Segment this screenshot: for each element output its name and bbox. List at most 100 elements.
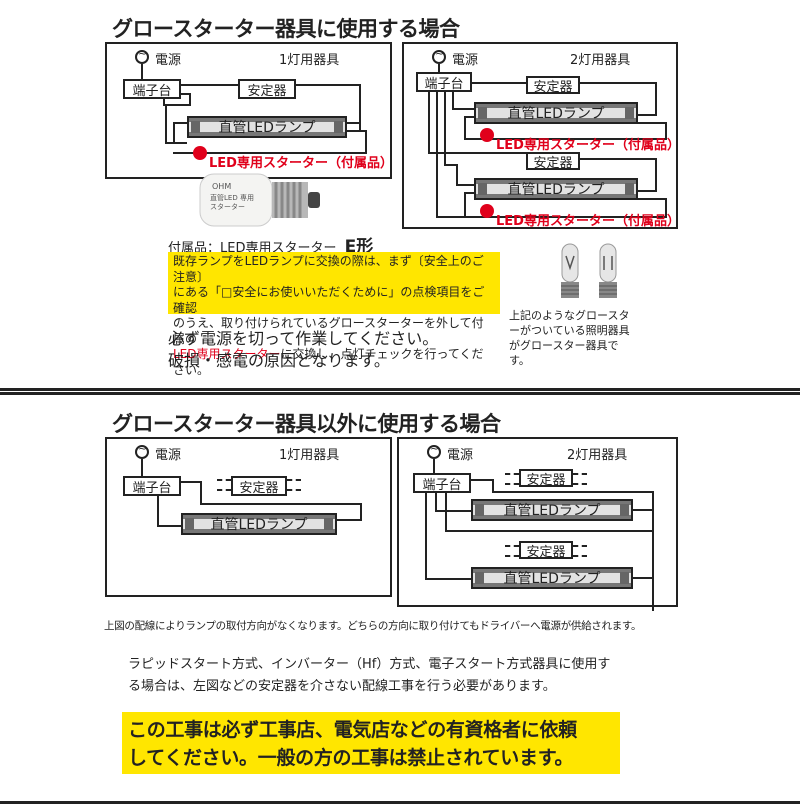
led-tube-lamp: 直管LEDランプ: [471, 499, 633, 521]
bottom-one-lamp-panel: 電源 1灯用器具 端子台 安定器 直管LEDランプ: [105, 437, 392, 597]
wire: [163, 98, 165, 106]
fixture-title: 2灯用器具: [570, 53, 631, 68]
fixture-title: 2灯用器具: [567, 448, 628, 463]
wire: [573, 555, 587, 559]
wire: [217, 489, 231, 493]
power-label: 電源: [452, 53, 479, 68]
wire: [359, 84, 361, 132]
product-text: 直管LED 専用スターター: [210, 194, 254, 211]
wire: [436, 90, 438, 218]
led-starter-product-image: OHM 直管LED 専用スターター: [196, 170, 328, 230]
wire: [637, 190, 657, 192]
starter-dot: [480, 204, 494, 218]
note-line: 既存ランプをLEDランプに交換の際は、まず〔安全上のご注意〕: [173, 254, 484, 284]
wire: [637, 198, 667, 200]
wire: [665, 198, 667, 216]
wire: [335, 519, 362, 521]
wire: [287, 489, 301, 493]
wire: [287, 479, 301, 483]
wire: [456, 184, 474, 186]
terminal-block: 端子台: [123, 476, 181, 496]
wire: [157, 495, 159, 527]
warning-line: 破損・感電の原因となります。: [168, 351, 390, 370]
alert-line: この工事は必ず工事店、電気店などの有資格者に依頼: [128, 719, 577, 741]
power-icon: [427, 442, 441, 459]
bottom-section-title: グロースターター器具以外に使用する場合: [112, 412, 501, 436]
wire: [435, 492, 437, 512]
wire: [141, 459, 143, 477]
ballast: 安定器: [519, 469, 573, 488]
wire: [445, 530, 654, 532]
wire: [365, 130, 367, 154]
wire: [505, 555, 519, 559]
wire: [452, 108, 474, 110]
wiring-direction-note: 上図の配線によりランプの取付方向がなくなります。どちらの方向に取り付けてもドライ…: [104, 620, 642, 632]
wire: [464, 192, 474, 194]
wire: [173, 122, 175, 142]
wire: [452, 90, 454, 110]
replacement-note: 既存ランプをLEDランプに交換の際は、まず〔安全上のご注意〕 にある「□安全にお…: [168, 252, 500, 377]
wire: [492, 479, 494, 493]
starter-label: LED専用スターター（付属品）: [496, 214, 680, 229]
warning-line: 必ず電源を切って作業してください。: [168, 329, 439, 348]
wire: [165, 104, 167, 144]
wire: [655, 82, 657, 116]
wire: [180, 93, 190, 95]
wire: [165, 142, 187, 144]
wire: [180, 481, 202, 483]
power-label: 電源: [155, 448, 182, 463]
wire: [444, 164, 458, 166]
note-line: LED専用スターターに交換し、点灯チェックを行ってください。: [173, 347, 484, 377]
wire: [632, 509, 654, 511]
wire: [428, 152, 527, 154]
wire: [444, 90, 446, 166]
fixture-title: 1灯用器具: [279, 53, 340, 68]
wire: [505, 473, 519, 477]
wire: [470, 479, 494, 481]
top-section-frame: [0, 0, 800, 391]
ballast: 安定器: [526, 152, 580, 171]
note-line: にある「□安全にお使いいただくために」の点検項目をご確認: [173, 285, 485, 315]
wire: [180, 84, 238, 86]
wire: [445, 492, 447, 532]
starter-dot: [480, 128, 494, 142]
wire: [579, 82, 657, 84]
wire: [464, 116, 474, 118]
wire: [464, 192, 466, 216]
wire: [200, 481, 202, 505]
wire: [573, 473, 587, 477]
ballast: 安定器: [238, 79, 296, 99]
wire: [157, 525, 181, 527]
glow-starter-icon: [561, 243, 617, 298]
wire: [505, 545, 519, 549]
wire: [579, 158, 657, 160]
note-line: のうえ、取り付けられているグロースターターを外して付属の: [173, 316, 484, 346]
wire: [665, 122, 667, 140]
wire: [464, 116, 466, 140]
wire: [655, 158, 657, 192]
wire: [492, 491, 654, 493]
led-tube-lamp: 直管LEDランプ: [474, 102, 638, 124]
terminal-block: 端子台: [123, 79, 181, 99]
wire: [173, 122, 187, 124]
led-tube-lamp: 直管LEDランプ: [474, 178, 638, 200]
power-label: 電源: [155, 53, 182, 68]
top-one-lamp-panel: 電源 1灯用器具 端子台 安定器 直管LEDランプ LED専用スターター（付属品…: [105, 42, 393, 179]
wire: [163, 104, 191, 106]
wire: [652, 491, 654, 611]
led-tube-lamp: 直管LEDランプ: [187, 116, 347, 138]
wire: [464, 138, 667, 140]
led-starter-illustration: [199, 173, 320, 227]
wire: [217, 479, 231, 483]
top-two-lamp-panel: 電源 2灯用器具 端子台 安定器 安定器 直管LEDランプ 直管LEDランプ L…: [402, 42, 680, 229]
wire: [347, 130, 367, 132]
wire: [632, 577, 654, 579]
wire: [425, 578, 471, 580]
wire: [573, 545, 587, 549]
method-line: る場合は、左図などの安定器を介さない配線工事を行う必要があります。: [128, 679, 556, 694]
bottom-two-lamp-panel: 電源 2灯用器具 端子台 安定器 安定器 直管LEDランプ 直管LEDランプ: [397, 437, 678, 611]
led-tube-lamp: 直管LEDランプ: [181, 513, 337, 535]
wire: [428, 90, 430, 154]
ballast: 安定器: [231, 476, 287, 496]
wire: [471, 82, 527, 84]
